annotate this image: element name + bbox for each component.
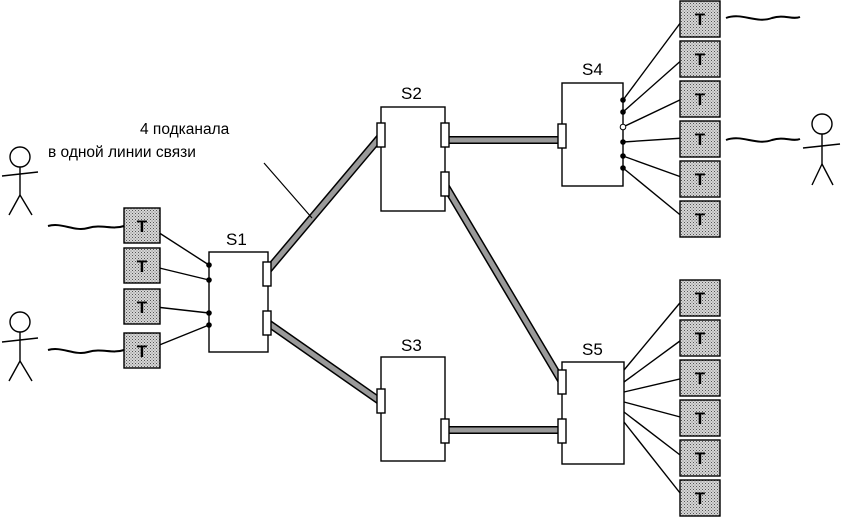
terminal: T [679,279,721,317]
switch-s4 [557,82,627,187]
terminal-label: T [695,449,706,468]
terminal: T [679,200,721,238]
switch-label-s4: S4 [582,60,603,79]
annotation-line-1: 4 подканала [140,121,230,138]
wavy-line-user1 [47,224,125,230]
terminal: T [679,439,721,477]
terminal: T [679,80,721,118]
terminal-label: T [695,130,706,149]
access-lines [47,15,801,354]
terminal-label: T [695,50,706,69]
trunk-s1-s2 [264,133,385,273]
switch-s5 [557,361,625,465]
terminal-label: T [695,329,706,348]
switch-label-s2: S2 [401,84,422,103]
user-icon [802,113,841,186]
terminal-label: T [695,369,706,388]
subchannel-annotation: 4 подканала в одной линии связи [48,121,313,219]
annotation-line-2: в одной линии связи [48,144,196,161]
terminal-label: T [137,298,148,317]
terminal-label: T [137,257,148,276]
terminal-label: T [695,489,706,508]
terminal-label: T [695,90,706,109]
terminal: T [679,160,721,198]
annotation-pointer [263,162,313,219]
terminal-label: T [137,342,148,361]
trunk-lines [264,133,566,434]
terminal-label: T [137,217,148,236]
trunk-s2-s5 [441,182,566,385]
terminal: T [679,359,721,397]
terminal: T [679,0,721,38]
user-icon [1,311,39,382]
switch-s2 [376,106,450,212]
terminal: T [123,247,161,284]
terminal-label: T [695,289,706,308]
terminal: T [679,319,721,357]
terminal: T [123,288,161,325]
wavy-line-top [725,15,801,21]
terminal: T [679,120,721,158]
terminal-label: T [695,10,706,29]
terminal-label: T [695,210,706,229]
terminal: T [679,479,721,517]
switch-s1 [206,251,272,353]
terminal-label: T [695,170,706,189]
terminal: T [679,40,721,78]
switch-label-s5: S5 [582,340,603,359]
switch-label-s3: S3 [401,336,422,355]
terminal-label: T [695,409,706,428]
terminal: T [123,332,161,369]
terminal: T [123,207,161,244]
user-icon [1,146,39,216]
wavy-line-user2 [47,348,125,354]
wavy-line-user3 [725,137,801,143]
terminal: T [679,399,721,437]
switch-label-s1: S1 [226,230,247,249]
switch-s3 [376,356,450,462]
trunk-s1-s3 [265,319,384,406]
